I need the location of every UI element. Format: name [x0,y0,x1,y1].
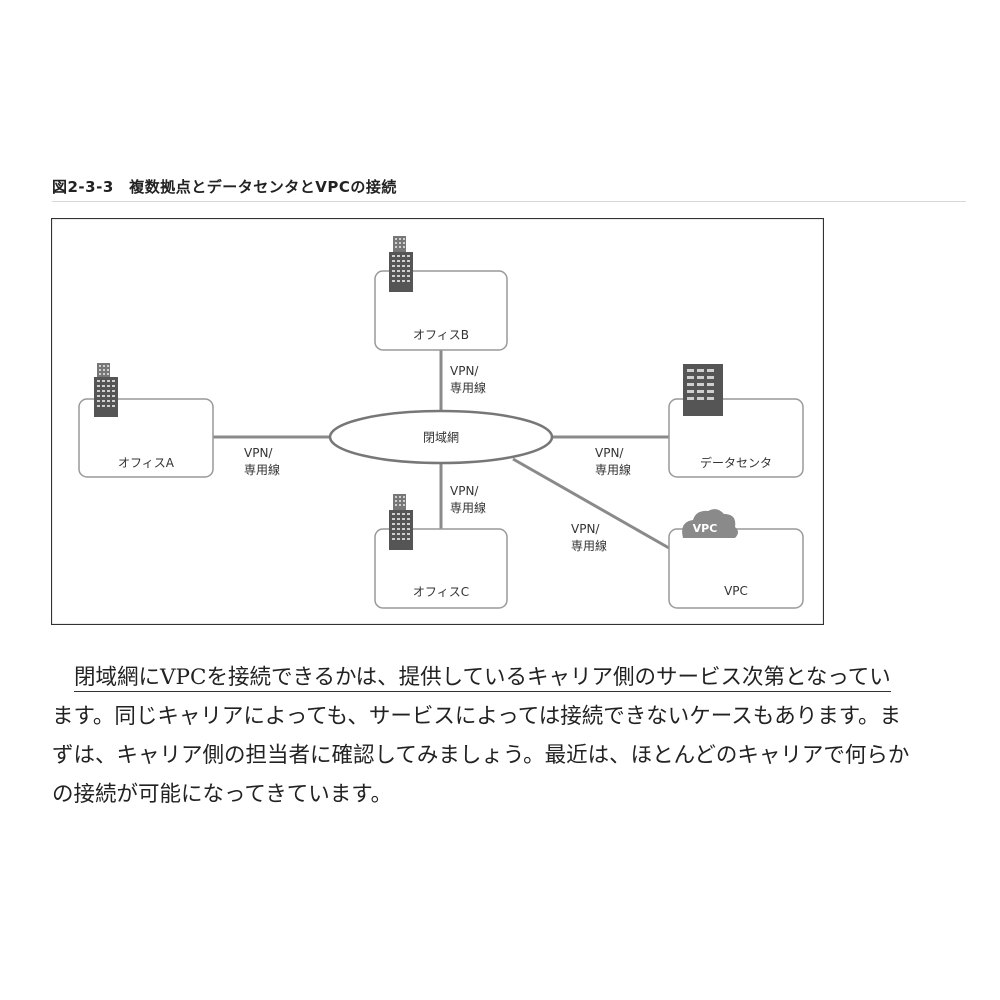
link-vpc [512,457,670,550]
office-a-box [78,398,214,478]
edge-label-vpc: VPN/ 専用線 [571,521,607,555]
node-label-office-c: オフィスC [412,585,470,599]
node-label-datacenter: データセンタ [699,456,773,470]
node-label-office-b: オフィスB [413,328,469,342]
vpc-badge-text: VPC [693,522,718,535]
body-line-1-text: 閉域網にVPCを接続できるかは、提供しているキャリア側のサービス次第となってい [74,665,891,692]
edge-label-line1: VPN/ [450,484,479,498]
edge-label-line1: VPN/ [571,522,600,536]
vpc-cloud-icon: VPC [682,509,738,538]
diagram-canvas: VPC [51,218,824,625]
edge-label-office-b: VPN/ 専用線 [450,363,486,397]
body-line-1: 閉域網にVPCを接続できるかは、提供しているキャリア側のサービス次第となってい [52,658,972,697]
network-diagram: VPC オフィスA オフィスB オフィスC データセンタ VPC 閉域網 VPN… [51,218,824,625]
edge-label-line2: 専用線 [450,381,487,395]
building-icon-office-c [389,494,413,550]
caption-divider [52,201,966,202]
edge-label-line2: 専用線 [450,501,487,515]
edge-label-line1: VPN/ [244,446,273,460]
edge-label-line2: 専用線 [595,463,632,477]
figure-caption: 図2-3-3 複数拠点とデータセンタとVPCの接続 [52,178,397,196]
building-icon-office-b [389,236,413,292]
body-paragraph: 閉域網にVPCを接続できるかは、提供しているキャリア側のサービス次第となってい … [52,658,972,814]
datacenter-icon [683,364,723,416]
node-label-office-a: オフィスA [118,456,174,470]
edge-label-office-a: VPN/ 専用線 [244,445,280,479]
datacenter-box [668,398,804,478]
hub-ellipse [328,409,554,465]
edge-label-line2: 専用線 [244,463,281,477]
body-line-3: ずは、キャリア側の担当者に確認してみましょう。最近は、ほとんどのキャリアで何らか [52,743,910,768]
edge-label-line2: 専用線 [571,539,608,553]
edge-label-datacenter: VPN/ 専用線 [595,445,631,479]
body-line-4: の接続が可能になってきています。 [52,782,393,807]
body-line-2: ます。同じキャリアによっても、サービスによっては接続できないケースもあります。ま [52,704,902,729]
edge-label-office-c: VPN/ 専用線 [450,483,486,517]
node-label-vpc: VPC [724,584,748,598]
connection-lines [213,350,670,550]
edge-label-line1: VPN/ [450,364,479,378]
hub-label: 閉域網 [422,430,460,445]
building-icon-office-a [94,363,118,417]
edge-label-line1: VPN/ [595,446,624,460]
